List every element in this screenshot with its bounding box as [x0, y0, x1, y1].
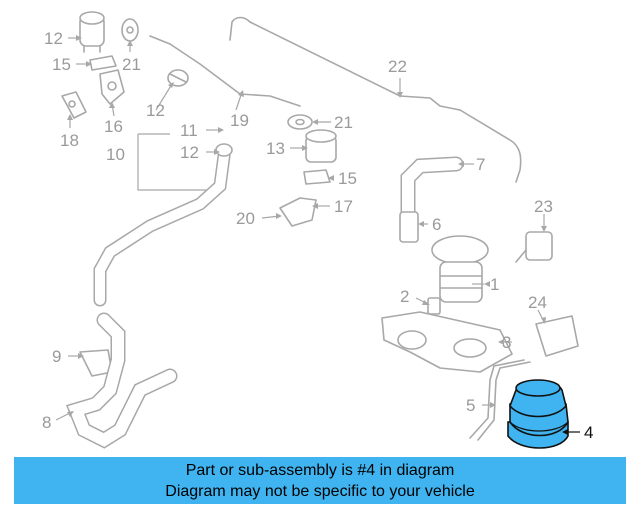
part-4-filter-housing	[507, 379, 569, 449]
callout-3: 3	[502, 333, 511, 352]
part-10-11-hose	[93, 143, 233, 307]
info-banner: Part or sub-assembly is #4 in diagram Di…	[14, 457, 626, 504]
callout-12-top: 12	[146, 101, 165, 120]
callout-23: 23	[534, 197, 553, 216]
part-3-bracket	[381, 311, 513, 373]
callout-13: 12	[44, 29, 63, 48]
callout-15-top: 15	[52, 55, 71, 74]
part-5-hose	[469, 359, 531, 441]
callout-24: 24	[528, 293, 547, 312]
part-1-air-pump	[431, 235, 489, 303]
banner-line-2: Diagram may not be specific to your vehi…	[165, 483, 475, 500]
part-15-gasket-mid	[303, 169, 331, 185]
callout-18: 18	[60, 131, 79, 150]
callout-12-mid: 12	[180, 143, 199, 162]
part-21-gasket-mid	[287, 114, 313, 130]
callout-labels: 12 15 21 16 18 12 11 10 12 19 21 13 15 1…	[42, 29, 593, 442]
part-20-hose	[191, 83, 231, 143]
part-6-fitting	[399, 211, 419, 243]
leaders	[55, 35, 580, 435]
part-14-valve	[305, 129, 337, 163]
bracket-10-11	[137, 133, 206, 191]
callout-17: 17	[334, 197, 353, 216]
callout-2: 2	[400, 287, 409, 306]
callout-4: 4	[584, 423, 593, 442]
callout-7: 7	[476, 155, 485, 174]
callout-15-mid: 15	[338, 169, 357, 188]
callout-8: 8	[42, 413, 51, 432]
banner-line-1: Part or sub-assembly is #4 in diagram	[185, 462, 455, 479]
part-24-bracket	[535, 315, 579, 357]
part-7-hose	[400, 156, 464, 220]
callout-1: 1	[490, 275, 499, 294]
callout-22: 22	[388, 57, 407, 76]
part-12-cap-top	[167, 69, 189, 87]
part-2-bolt	[427, 297, 441, 315]
part-16-bracket	[99, 69, 125, 105]
callout-5: 5	[466, 396, 475, 415]
callout-20: 19	[230, 111, 249, 130]
part-23-valve	[515, 231, 553, 263]
part-13-valve	[79, 11, 105, 53]
callout-9: 9	[52, 347, 61, 366]
callout-21-mid: 21	[334, 113, 353, 132]
part-15-gasket-left	[89, 55, 117, 71]
parts-diagram: 12 15 21 16 18 12 11 10 12 19 21 13 15 1…	[42, 11, 593, 449]
callout-16: 16	[104, 117, 123, 136]
callout-10: 10	[106, 145, 125, 164]
callout-14: 13	[266, 139, 285, 158]
callout-19: 20	[236, 209, 255, 228]
callout-11: 11	[180, 121, 198, 140]
part-21-gasket-top	[121, 18, 139, 42]
part-17-bracket	[279, 197, 317, 227]
part-18-bracket	[61, 91, 87, 119]
callout-6: 6	[432, 215, 441, 234]
callout-21-top: 21	[122, 55, 141, 74]
part-8-hose	[65, 312, 178, 449]
part-22-pipe	[149, 16, 522, 183]
